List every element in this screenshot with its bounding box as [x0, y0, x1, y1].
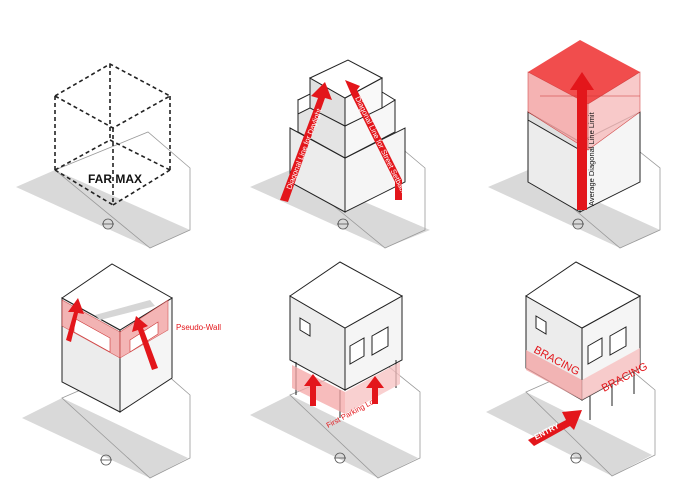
- north-arrow-icon: [337, 218, 349, 230]
- north-arrow-icon: [100, 454, 112, 466]
- ground-arrow-right: [366, 376, 384, 404]
- north-arrow-icon: [572, 218, 584, 230]
- north-arrow-icon: [570, 452, 582, 464]
- average-arrow: [570, 72, 594, 210]
- panel-ground-floor: First Parking Lot: [250, 261, 421, 479]
- pseudo-arrow-right: [132, 316, 158, 370]
- ground-shadow: [22, 398, 188, 478]
- diagonal-arrow-right: [345, 80, 402, 200]
- average-limit-volume: [527, 40, 641, 151]
- panel-bracing: BRACING BRACING ENTRY: [486, 261, 656, 477]
- ground-arrow-left: [304, 374, 322, 406]
- pseudo-arrow-left: [66, 298, 84, 342]
- north-arrow-icon: [102, 218, 114, 230]
- panel-average-line: Average Diagonal Line Limit: [488, 40, 661, 249]
- entry-arrow: [528, 410, 582, 446]
- house-mass: [289, 261, 404, 418]
- bracing-highlight: [526, 348, 640, 400]
- panel-far-max: FAR MAX: [16, 63, 191, 249]
- ground-outline: [54, 131, 191, 249]
- panel-pseudo-wall: Pseudo-Wall: [22, 263, 221, 479]
- panel-setbacks: Diagonal Line for Daylight Diagonal Line…: [250, 59, 430, 249]
- far-max-dashed-box: [53, 63, 172, 206]
- diagonal-arrow-left: [280, 82, 332, 202]
- far-max-label: FAR MAX: [88, 172, 142, 186]
- north-arrow-icon: [334, 452, 346, 464]
- pseudo-wall-label: Pseudo-Wall: [176, 323, 221, 332]
- average-line-label: Average Diagonal Line Limit: [587, 111, 596, 206]
